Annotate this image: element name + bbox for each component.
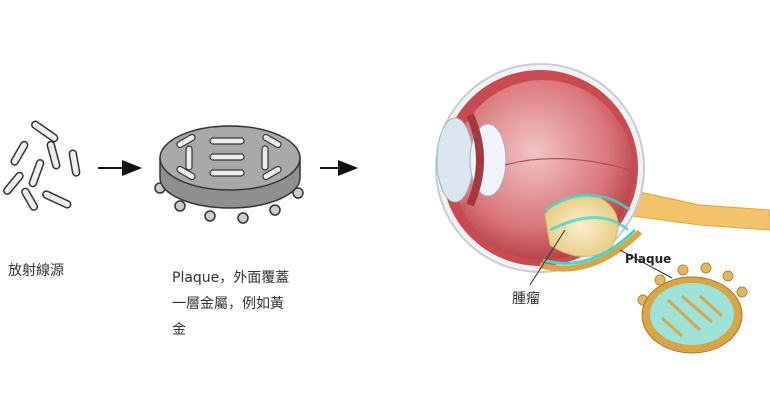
plaque-description-line: 金 (172, 322, 186, 338)
plaque-label: Plaque (625, 252, 672, 266)
plaque-description-line: 一層金屬，例如黃 (172, 296, 284, 312)
eye-illustration (435, 63, 770, 286)
plaque-device (154, 125, 304, 224)
radioactive-seeds (3, 120, 81, 211)
tumor-leader-line (529, 229, 566, 286)
plaque-leader-line (619, 249, 673, 279)
radioactive-source-label: 放射線源 (8, 263, 64, 279)
plaque-closeup (637, 262, 748, 354)
tumor-label: 腫瘤 (512, 291, 540, 307)
plaque-description: Plaque，外面覆蓋 一層金屬，例如黃 金 (172, 265, 289, 343)
plaque-description-line: Plaque，外面覆蓋 (172, 270, 290, 286)
